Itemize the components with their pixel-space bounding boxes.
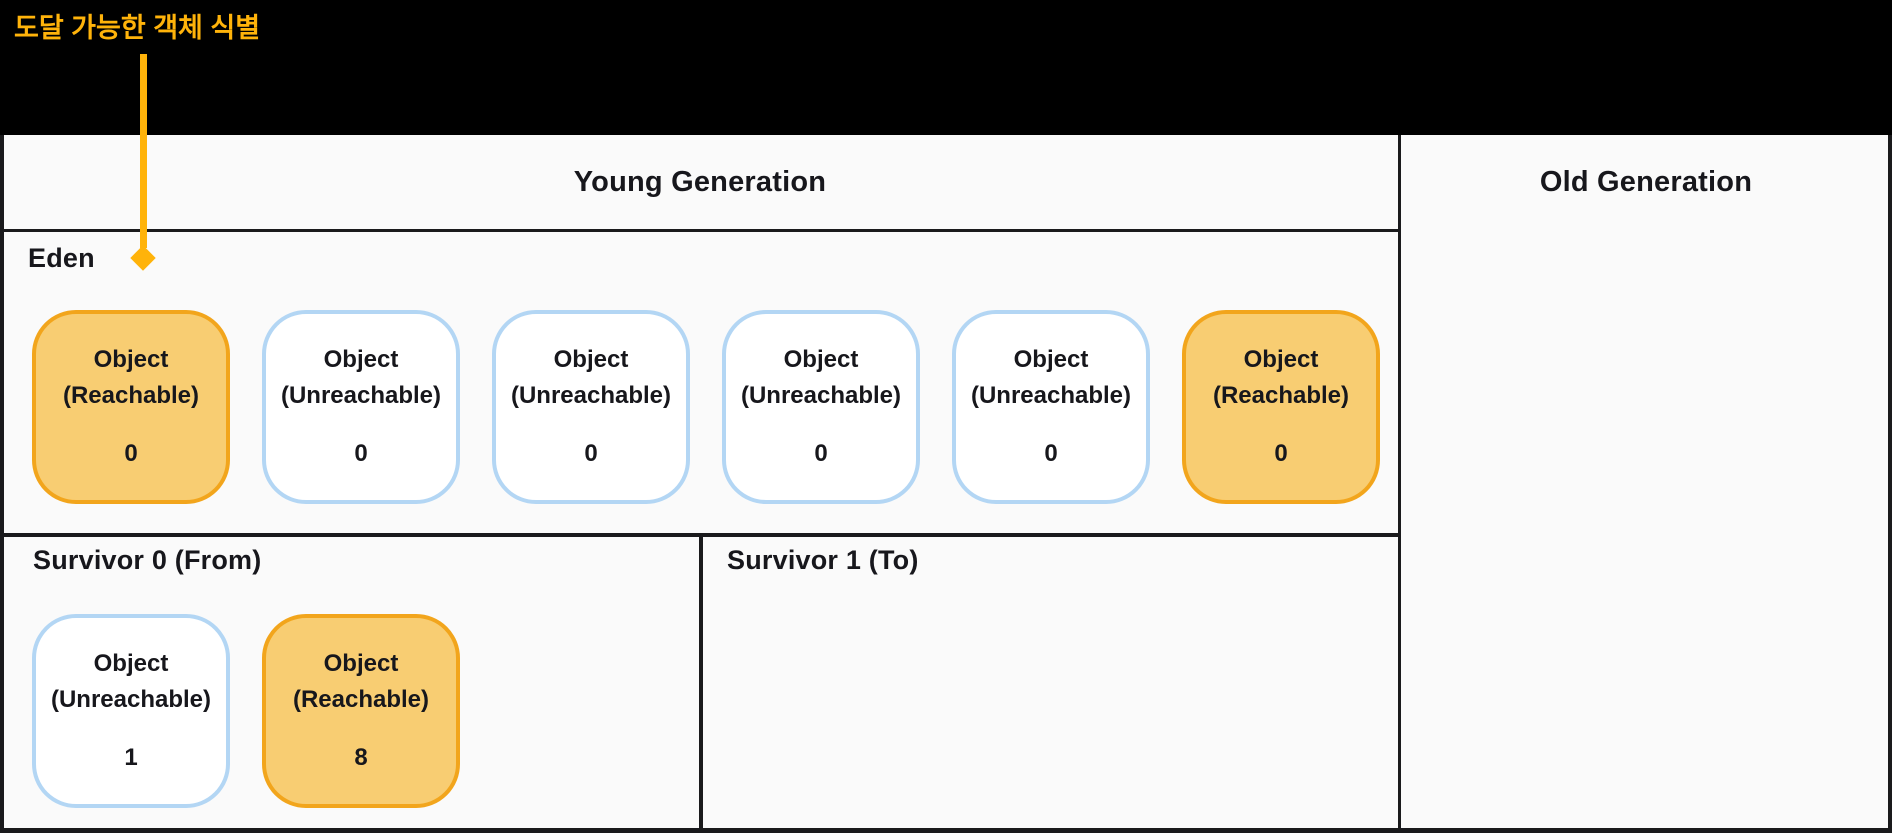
object-card-reachable: Object (Reachable) 0 (1182, 310, 1380, 504)
object-card-reachable: Object (Reachable) 0 (32, 310, 230, 504)
object-label: Object (Unreachable) (50, 650, 212, 713)
young-generation-title: Young Generation (573, 165, 827, 198)
object-value: 0 (814, 440, 828, 467)
survivor0-survivor1-divider (699, 537, 703, 833)
object-card-unreachable: Object (Unreachable) 0 (492, 310, 690, 504)
object-card-reachable: Object (Reachable) 8 (262, 614, 460, 808)
survivor1-label: Survivor 1 (To) (727, 545, 919, 575)
object-label: Object (Unreachable) (280, 346, 442, 409)
object-value: 8 (354, 744, 368, 771)
annotation-line (140, 54, 147, 248)
object-label: Object (Reachable) (1212, 346, 1350, 409)
object-value: 0 (354, 440, 368, 467)
object-label: Object (Unreachable) (510, 346, 672, 409)
young-header-divider (0, 229, 1400, 232)
object-card-unreachable: Object (Unreachable) 0 (952, 310, 1150, 504)
object-value: 0 (1044, 440, 1058, 467)
annotation-label: 도달 가능한 객체 식별 (14, 13, 261, 43)
object-label: Object (Reachable) (292, 650, 430, 713)
object-value: 1 (124, 744, 138, 771)
old-generation-title: Old Generation (1539, 165, 1753, 198)
survivor0-label: Survivor 0 (From) (33, 545, 262, 575)
eden-object-row: Object (Reachable) 0 Object (Unreachable) 0… (32, 310, 1380, 504)
object-value: 0 (1274, 440, 1288, 467)
object-card-unreachable: Object (Unreachable) 0 (262, 310, 460, 504)
object-card-unreachable: Object (Unreachable) 1 (32, 614, 230, 808)
object-value: 0 (124, 440, 138, 467)
eden-label: Eden (28, 243, 95, 273)
survivor0-object-row: Object (Unreachable) 1 Object (Reachable) 8 (32, 614, 460, 808)
outer-border-right (1888, 135, 1892, 833)
object-value: 0 (584, 440, 598, 467)
outer-border-bottom (0, 828, 1892, 833)
young-old-divider (1398, 135, 1401, 833)
eden-survivor-divider (0, 533, 1400, 537)
object-label: Object (Reachable) (62, 346, 200, 409)
object-card-unreachable: Object (Unreachable) 0 (722, 310, 920, 504)
outer-border-left (0, 135, 4, 833)
object-label: Object (Unreachable) (740, 346, 902, 409)
object-label: Object (Unreachable) (970, 346, 1132, 409)
